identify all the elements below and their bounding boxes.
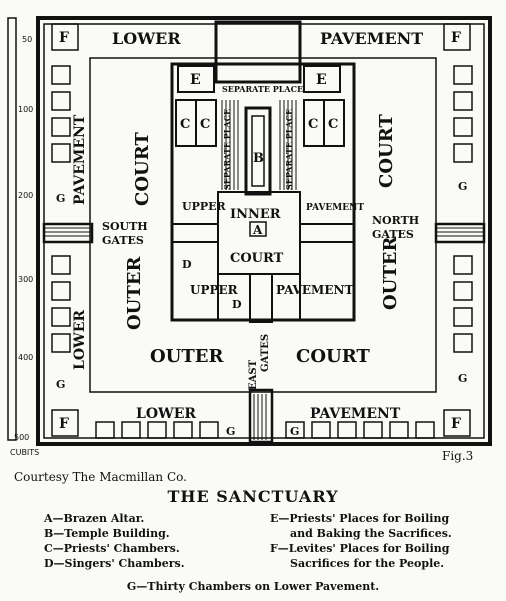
left-pavement-label: PAVEMENT [72, 114, 88, 205]
chamber-e-right [303, 65, 341, 93]
legend-item: D—Singers' Chambers. [44, 557, 185, 570]
legend-right: E—Priests' Places for Boiling and Baking… [270, 511, 452, 571]
north-gates-label: GATES [372, 228, 414, 241]
legend-bottom: G—Thirty Chambers on Lower Pavement. [126, 580, 380, 593]
corner-f-label: F [59, 30, 69, 46]
north-gates-label: NORTH [372, 214, 419, 227]
pavement-label: PAVEMENT [306, 203, 364, 213]
scale-label: 300 [18, 275, 33, 284]
legend-left: A—Brazen Altar. B—Temple Building. C—Pri… [44, 511, 185, 571]
chamber-c-label: C [328, 117, 338, 132]
altar-a-label: A [252, 223, 263, 237]
outer-court-label: OUTER [380, 236, 401, 310]
chamber-g-label: G [458, 180, 467, 193]
outer-court-label: OUTER [124, 256, 145, 330]
upper-label: UPPER [190, 283, 239, 297]
corner-f-label: F [59, 416, 69, 432]
bottom-pavement-label: PAVEMENT [310, 406, 401, 422]
chamber-g-label: G [290, 425, 299, 438]
scale-label: 50 [22, 35, 32, 44]
temple-building [244, 106, 272, 196]
chamber-g-label: G [56, 192, 65, 205]
upper-label: UPPER [182, 200, 227, 213]
singers-d-label: D [182, 258, 192, 271]
court-label: COURT [230, 251, 284, 266]
corner-f-label: F [451, 416, 461, 432]
east-gates-label: GATES [260, 334, 271, 372]
temple-b-label: B [253, 151, 264, 166]
legend-item: C—Priests' Chambers. [44, 542, 180, 555]
east-gates-label: EAST [248, 359, 259, 390]
credit-line: Courtesy The Macmillan Co. [14, 470, 187, 484]
inner-north-gate [299, 223, 355, 243]
inner-enclosure [170, 62, 356, 322]
corner-f-label: F [451, 30, 461, 46]
south-gate [42, 222, 94, 244]
scale-label: 500 [14, 433, 29, 442]
separate-place-label: SEPARATE PLACE [222, 109, 232, 190]
outer-wall [36, 16, 492, 446]
inner-south-gate [171, 223, 219, 243]
outer-court-label: COURT [132, 132, 153, 206]
south-gates-label: SOUTH [102, 220, 148, 233]
left-lower-label: LOWER [72, 310, 88, 370]
chamber-e-label: E [316, 72, 327, 88]
chamber-e-left [177, 65, 215, 93]
singers-d-label: D [232, 298, 242, 311]
scale-label: 200 [18, 191, 33, 200]
legend-item: and Baking the Sacrifices. [290, 527, 452, 540]
legend-item: A—Brazen Altar. [44, 512, 145, 525]
scale-label: 100 [18, 105, 33, 114]
scale-label: 400 [18, 353, 33, 362]
chamber-g-label: G [226, 425, 235, 438]
separate-place-label: SEPARATE PLACE [222, 84, 303, 94]
north-gate [434, 222, 486, 244]
inner-east-gate [249, 273, 273, 323]
chamber-c-label: C [180, 117, 190, 132]
scale-unit: CUBITS [10, 448, 39, 457]
pavement-label: PAVEMENT [276, 283, 353, 297]
legend-item: Sacrifices for the People. [290, 557, 445, 570]
figure-title: THE SANCTUARY [167, 487, 339, 506]
outer-court-label: OUTER [150, 346, 224, 367]
bottom-lower-label: LOWER [136, 406, 196, 422]
scale-bar [7, 17, 17, 441]
legend-item: F—Levites' Places for Boiling [270, 542, 450, 555]
figure-number: Fig.3 [442, 449, 473, 463]
inner-label: INNER [230, 207, 281, 222]
legend-item: E—Priests' Places for Boiling [270, 512, 450, 525]
south-gates-label: GATES [102, 234, 144, 247]
top-building [214, 20, 302, 84]
separate-place-label: SEPARATE PLACE [284, 109, 294, 190]
outer-court-label: COURT [376, 114, 397, 188]
top-pavement-label: PAVEMENT [320, 29, 423, 48]
sanctuary-plan: 50 100 200 300 400 500 CUBITS F F F F LO… [7, 16, 492, 463]
outer-court-label: COURT [296, 346, 370, 367]
legend-item: B—Temple Building. [44, 527, 170, 540]
chamber-g-label: G [56, 378, 65, 391]
top-lower-label: LOWER [112, 29, 181, 48]
chamber-c-label: C [200, 117, 210, 132]
chamber-g-label: G [458, 372, 467, 385]
east-gate [248, 388, 274, 444]
chamber-e-label: E [190, 72, 201, 88]
chamber-c-label: C [308, 117, 318, 132]
